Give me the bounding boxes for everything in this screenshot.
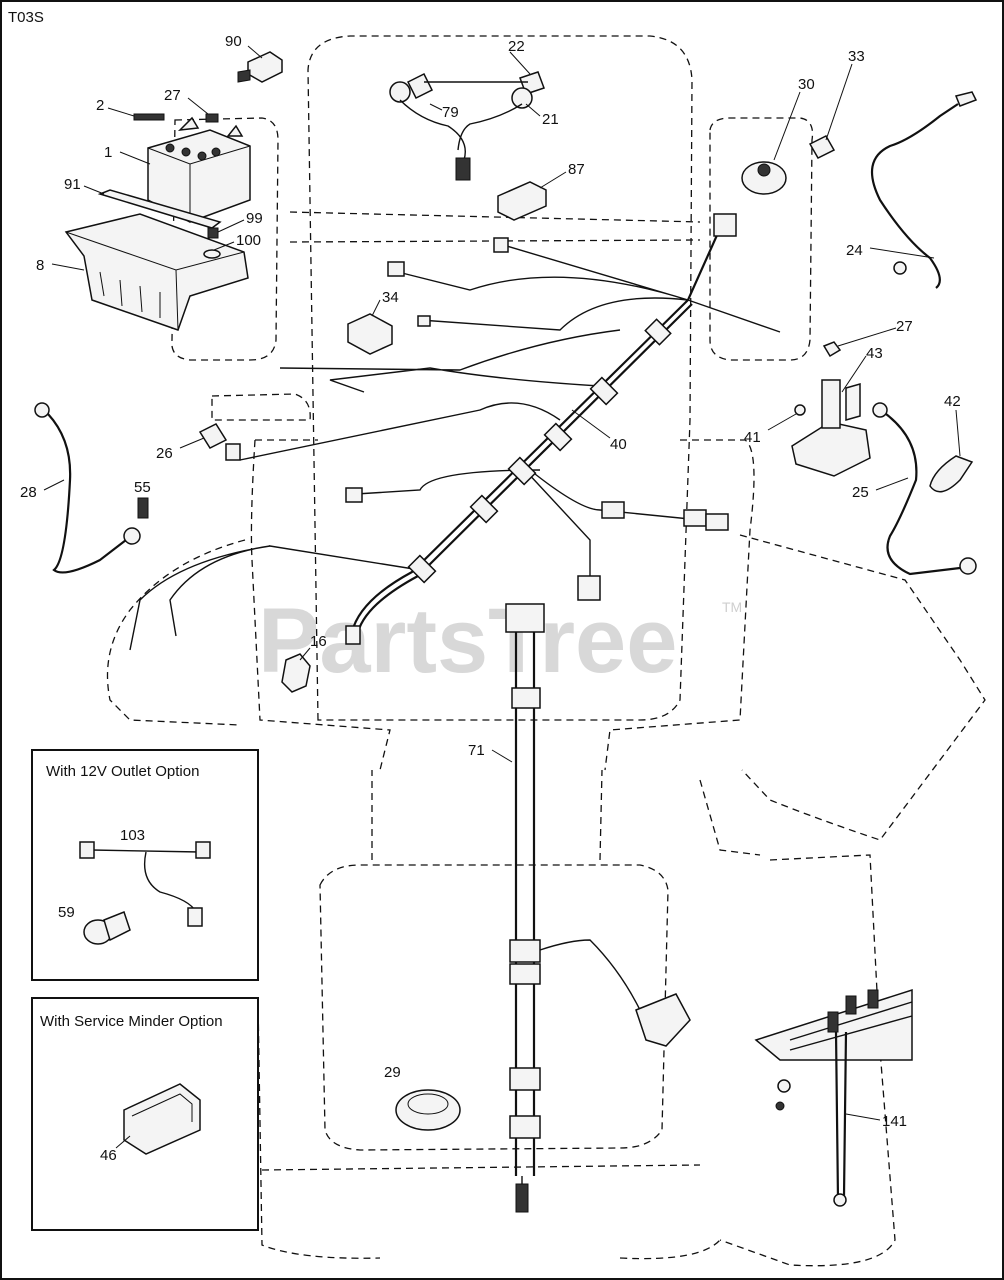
part-24-cable[interactable] bbox=[870, 91, 978, 289]
part-29-grommet[interactable] bbox=[395, 1089, 461, 1131]
part-2-bolt[interactable] bbox=[133, 113, 165, 121]
callout-24[interactable]: 24 bbox=[846, 242, 863, 259]
callout-103[interactable]: 103 bbox=[120, 827, 145, 844]
callout-42[interactable]: 42 bbox=[944, 393, 961, 410]
part-55-bolt[interactable] bbox=[137, 497, 149, 519]
tractor-outline bbox=[106, 35, 986, 1267]
part-34-switch[interactable] bbox=[347, 313, 393, 355]
part-40-main-harness[interactable] bbox=[129, 213, 781, 651]
part-16-connector[interactable] bbox=[281, 653, 311, 693]
callout-29[interactable]: 29 bbox=[384, 1064, 401, 1081]
part-26-fuse[interactable] bbox=[198, 423, 228, 449]
part-46-service-minder[interactable] bbox=[123, 1083, 201, 1155]
part-91-strap[interactable] bbox=[97, 189, 222, 229]
callout-8[interactable]: 8 bbox=[36, 257, 44, 274]
callout-26[interactable]: 26 bbox=[156, 445, 173, 462]
callout-34[interactable]: 34 bbox=[382, 289, 399, 306]
callout-25[interactable]: 25 bbox=[852, 484, 869, 501]
option-box-service-minder: With Service Minder Option 46 bbox=[31, 997, 259, 1231]
service-minder-option-title: With Service Minder Option bbox=[40, 1013, 223, 1030]
part-28-ground-cable[interactable] bbox=[34, 402, 141, 574]
callout-91[interactable]: 91 bbox=[64, 176, 81, 193]
callout-28[interactable]: 28 bbox=[20, 484, 37, 501]
callout-46[interactable]: 46 bbox=[100, 1147, 117, 1164]
callout-33[interactable]: 33 bbox=[848, 48, 865, 65]
part-71-rear-harness[interactable] bbox=[505, 603, 691, 1213]
callout-79[interactable]: 79 bbox=[442, 104, 459, 121]
watermark-trademark: TM bbox=[722, 599, 742, 615]
diagram-code: T03S bbox=[8, 9, 44, 26]
part-8-battery-tray[interactable] bbox=[64, 213, 249, 331]
callout-87[interactable]: 87 bbox=[568, 161, 585, 178]
callout-59[interactable]: 59 bbox=[58, 904, 75, 921]
callout-43[interactable]: 43 bbox=[866, 345, 883, 362]
part-141-switch-assembly[interactable] bbox=[754, 988, 913, 1207]
part-43-solenoid[interactable] bbox=[791, 379, 871, 477]
callout-90[interactable]: 90 bbox=[225, 33, 242, 50]
option-box-12v-outlet: With 12V Outlet Option 103 59 bbox=[31, 749, 259, 981]
callout-16[interactable]: 16 bbox=[310, 633, 327, 650]
callout-21[interactable]: 21 bbox=[542, 111, 559, 128]
part-59-power-outlet[interactable] bbox=[83, 911, 131, 945]
watermark: PartsTree bbox=[258, 590, 677, 692]
callout-41[interactable]: 41 bbox=[744, 429, 761, 446]
callout-99[interactable]: 99 bbox=[246, 210, 263, 227]
callout-100[interactable]: 100 bbox=[236, 232, 261, 249]
part-27-nut-top[interactable] bbox=[205, 113, 219, 123]
part-30-ignition-switch[interactable] bbox=[741, 161, 787, 195]
callout-30[interactable]: 30 bbox=[798, 76, 815, 93]
part-79-headlight-harness[interactable] bbox=[399, 99, 523, 181]
part-1-battery[interactable] bbox=[147, 116, 251, 223]
callout-2[interactable]: 2 bbox=[96, 97, 104, 114]
part-25-cable[interactable] bbox=[872, 402, 977, 576]
part-103-outlet-harness[interactable] bbox=[79, 841, 211, 927]
callout-22[interactable]: 22 bbox=[508, 38, 525, 55]
callout-71[interactable]: 71 bbox=[468, 742, 485, 759]
callout-55[interactable]: 55 bbox=[134, 479, 151, 496]
part-21-socket[interactable] bbox=[389, 81, 533, 109]
callout-27-top[interactable]: 27 bbox=[164, 87, 181, 104]
outlet-option-title: With 12V Outlet Option bbox=[46, 763, 199, 780]
callout-40[interactable]: 40 bbox=[610, 436, 627, 453]
part-100-washer[interactable] bbox=[203, 249, 221, 259]
part-27-nut-right[interactable] bbox=[822, 341, 842, 358]
callout-1[interactable]: 1 bbox=[104, 144, 112, 161]
part-42-boot[interactable] bbox=[929, 455, 974, 493]
callout-141[interactable]: 141 bbox=[882, 1113, 907, 1130]
part-33-key[interactable] bbox=[808, 135, 836, 159]
part-87-relay[interactable] bbox=[497, 181, 547, 221]
part-99-screw[interactable] bbox=[207, 227, 219, 239]
callout-27-right[interactable]: 27 bbox=[896, 318, 913, 335]
part-90-connector[interactable] bbox=[237, 51, 283, 83]
part-41-nut[interactable] bbox=[794, 404, 806, 416]
